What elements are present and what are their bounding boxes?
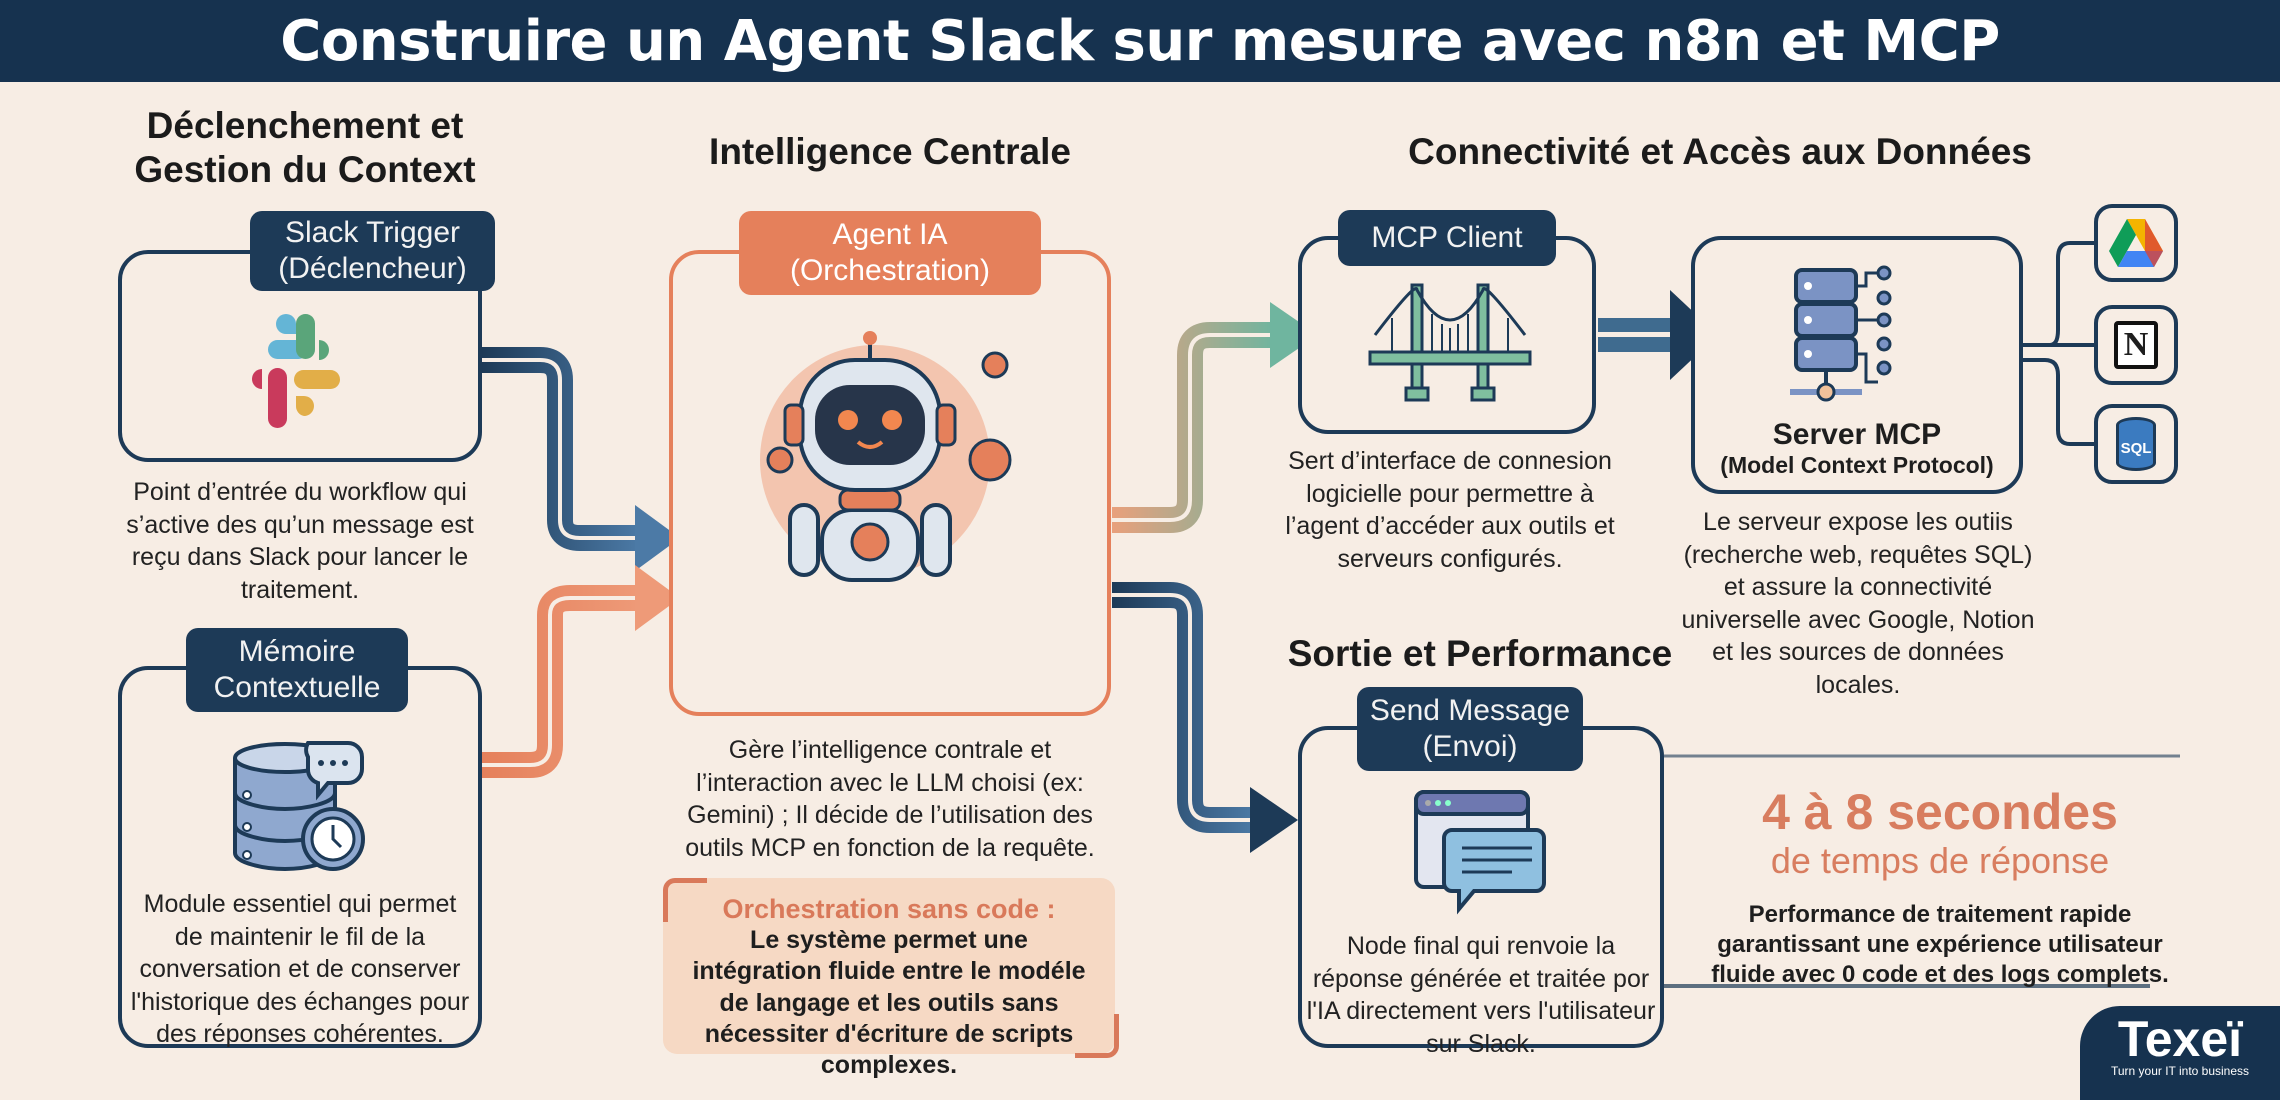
performance-description: Performance de traitement rapide garanti… [1711, 901, 2169, 988]
metric-label: de temps de réponse [1770, 840, 2110, 881]
slack-trigger-description: Point d’entrée du workflow qui s’active … [126, 478, 474, 604]
corner-bracket [1075, 1014, 1119, 1058]
label-line: (Déclencheur) [278, 252, 467, 285]
memory-description: Module essentiel qui permet de maintenir… [130, 890, 470, 1048]
label-line: Server MCP [1772, 418, 1942, 451]
database-clock-icon [233, 741, 365, 872]
tool-sql[interactable]: SQL [2094, 404, 2178, 484]
server-icon [1790, 265, 1892, 402]
tool-google-drive[interactable] [2094, 204, 2178, 282]
corner-bracket [663, 878, 707, 922]
label-line: Slack Trigger [284, 216, 461, 249]
logo-tagline: Turn your IT into business [2110, 1064, 2250, 1078]
notion-icon: N [2114, 321, 2158, 369]
mcp-client-description: Sert d’interface de connesion logicielle… [1285, 447, 1615, 573]
bridge-icon [1368, 283, 1532, 402]
mcp-client-label: MCP Client [1338, 210, 1556, 266]
server-tool-connectors [2022, 241, 2094, 446]
slack-trigger-label: Slack Trigger(Déclencheur) [250, 211, 495, 291]
section-heading-output: Sortie et Performance [1287, 633, 1673, 674]
arrow-agent-to-send [1112, 582, 1298, 853]
slack-logo-icon [252, 314, 340, 428]
logo-name: Texeï [2117, 1011, 2243, 1067]
heading-line: Déclenchement et [146, 105, 464, 146]
mcp-server-description: Le serveur expose les outiis (recherche … [1681, 508, 2035, 699]
heading-line: Gestion du Context [134, 149, 476, 191]
agent-description: Gère l’intelligence contrale et l’intera… [685, 736, 1095, 862]
send-message-description: Node final qui renvoie la réponse généré… [1306, 932, 1656, 1058]
send-lines [1664, 754, 2180, 988]
label-line: Agent IA [832, 218, 948, 251]
label-line: (Envoi) [1422, 730, 1518, 763]
arrow-memory-to-agent [482, 565, 680, 778]
label-line: (Orchestration) [789, 254, 991, 287]
callout-title: Orchestration sans code : [722, 894, 1056, 924]
texei-logo: Texeï Turn your IT into business [2080, 1006, 2280, 1100]
section-heading-connectivity: Connectivité et Accès aux Données [1408, 131, 2032, 172]
mcp-client-node[interactable] [1298, 236, 1596, 434]
agent-label: Agent IA(Orchestration) [739, 211, 1041, 295]
no-code-callout: Orchestration sans code : Le système per… [663, 878, 1119, 1079]
arrow-agent-to-mcp-client [1112, 302, 1318, 533]
label-line: Mémoire [238, 635, 356, 668]
title-banner: Construire un Agent Slack sur mesure ave… [0, 0, 2280, 82]
send-message-label: Send Message(Envoi) [1357, 687, 1583, 771]
chat-window-icon [1414, 790, 1546, 915]
sql-database-icon: SQL [2116, 417, 2156, 471]
label-line: Contextuelle [213, 671, 381, 704]
google-drive-icon [2109, 219, 2163, 267]
robot-icon [760, 331, 1012, 582]
page-title: Construire un Agent Slack sur mesure ave… [280, 8, 2000, 74]
section-heading-central: Intelligence Centrale [709, 131, 1071, 172]
label-line: Send Message [1369, 694, 1571, 727]
metric-value: 4 à 8 secondes [1762, 784, 2118, 840]
callout-body: Le système permet une intégration fluide… [692, 926, 1086, 1079]
tool-notion[interactable]: N [2094, 305, 2178, 385]
mcp-server-label: Server MCP (Model Context Protocol) [1695, 418, 2019, 479]
response-time-metric: 4 à 8 secondes de temps de réponse [1700, 784, 2180, 882]
label-line: (Model Context Protocol) [1720, 452, 1994, 478]
arrow-slack-to-agent [482, 347, 680, 571]
